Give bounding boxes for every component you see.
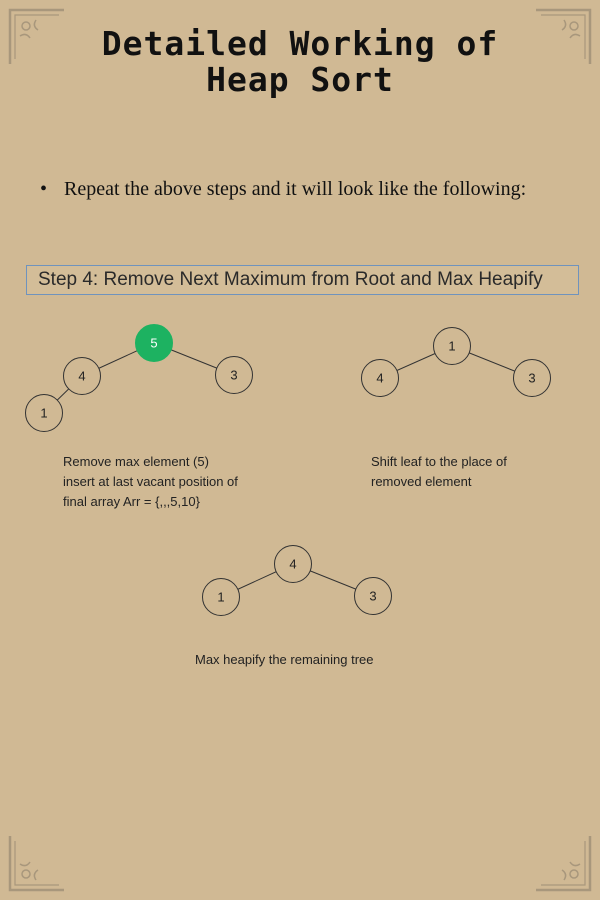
tree2-node-right: 3 (513, 359, 551, 397)
tree2-node-root: 1 (433, 327, 471, 365)
tree1-node-leaf-label: 1 (40, 406, 47, 421)
bullet-point: • Repeat the above steps and it will look… (40, 178, 580, 201)
tree3-node-left-label: 1 (217, 590, 224, 605)
tree1-node-right-label: 3 (230, 368, 237, 383)
tree3-caption-line-1: Max heapify the remaining tree (195, 652, 374, 667)
bullet-text: Repeat the above steps and it will look … (64, 178, 527, 200)
tree3-node-right-label: 3 (369, 589, 376, 604)
tree2-node-right-label: 3 (528, 371, 535, 386)
tree1-caption-line-1: Remove max element (5) (63, 454, 209, 469)
tree1-caption: Remove max element (5) insert at last va… (63, 452, 238, 512)
tree1-node-right: 3 (215, 356, 253, 394)
corner-ornament-bottom-right (536, 836, 592, 892)
tree3-node-right: 3 (354, 577, 392, 615)
tree3-caption: Max heapify the remaining tree (195, 650, 373, 670)
tree3-node-root-label: 4 (289, 557, 296, 572)
tree2-caption-line-1: Shift leaf to the place of (371, 454, 507, 469)
bullet-dot: • (40, 178, 48, 200)
tree1-node-left: 4 (63, 357, 101, 395)
page-title-line-1: Detailed Working of (101, 24, 499, 63)
corner-ornament-top-right (536, 8, 592, 64)
tree3-node-left: 1 (202, 578, 240, 616)
tree2-caption-line-2: removed element (371, 474, 472, 489)
tree2-caption: Shift leaf to the place of removed eleme… (371, 452, 507, 492)
tree1-caption-line-3: final array Arr = {,,,5,10} (63, 494, 200, 509)
tree2-node-root-label: 1 (448, 339, 455, 354)
step-heading: Step 4: Remove Next Maximum from Root an… (26, 265, 579, 295)
tree1-node-root: 5 (135, 324, 173, 362)
tree3-node-root: 4 (274, 545, 312, 583)
tree1-node-left-label: 4 (78, 369, 85, 384)
corner-ornament-top-left (8, 8, 64, 64)
tree2-node-left: 4 (361, 359, 399, 397)
tree2-node-left-label: 4 (376, 371, 383, 386)
tree1-node-leaf: 1 (25, 394, 63, 432)
corner-ornament-bottom-left (8, 836, 64, 892)
page-title-line-2: Heap Sort (206, 60, 394, 99)
tree1-node-root-label: 5 (150, 336, 157, 351)
page-title: Detailed Working of Heap Sort (0, 26, 600, 98)
tree1-caption-line-2: insert at last vacant position of (63, 474, 238, 489)
